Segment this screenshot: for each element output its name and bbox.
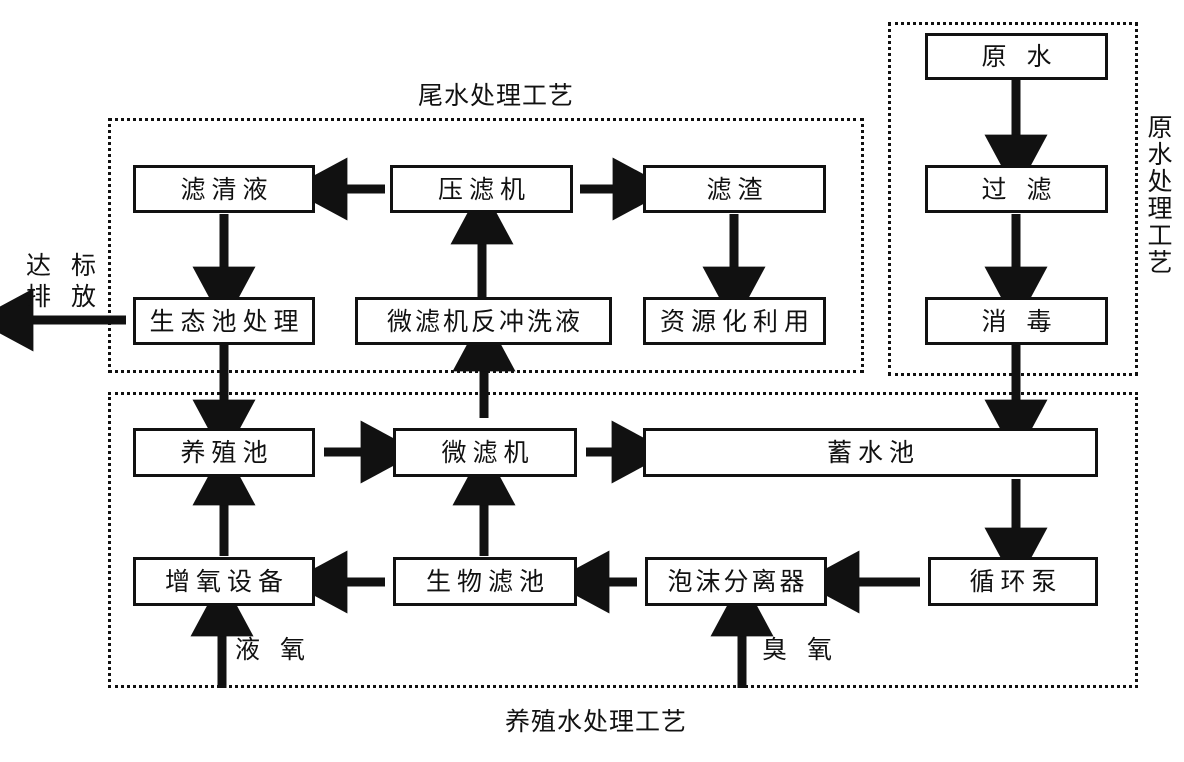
node-culture-pond[interactable]: 养殖池	[133, 428, 315, 477]
node-microfilter[interactable]: 微滤机	[393, 428, 577, 477]
node-aeration-equipment[interactable]: 增氧设备	[133, 557, 315, 606]
title-raw-water-process: 原水处理工艺	[1144, 114, 1173, 276]
label-liquid-oxygen: 液 氧	[235, 635, 311, 664]
title-culture-water-process: 养殖水处理工艺	[505, 707, 688, 736]
node-filter-press[interactable]: 压滤机	[390, 165, 573, 213]
node-filtrate[interactable]: 滤清液	[133, 165, 315, 213]
label-compliant-discharge: 达 标 排 放	[26, 250, 102, 313]
node-eco-pond-treatment[interactable]: 生态池处理	[133, 297, 315, 345]
label-ozone: 臭 氧	[762, 635, 838, 664]
title-tail-water-process: 尾水处理工艺	[418, 81, 575, 110]
panel-culture-water-process	[108, 392, 1138, 688]
node-biological-filter[interactable]: 生物滤池	[393, 557, 577, 606]
label-compliant-discharge-line1: 达 标	[26, 251, 102, 280]
node-microfilter-backwash-liquid[interactable]: 微滤机反冲洗液	[355, 297, 612, 345]
label-compliant-discharge-line2: 排 放	[26, 282, 102, 312]
node-reservoir[interactable]: 蓄水池	[643, 428, 1098, 477]
node-disinfection[interactable]: 消 毒	[925, 297, 1108, 345]
node-filtration[interactable]: 过 滤	[925, 165, 1108, 213]
node-circulation-pump[interactable]: 循环泵	[928, 557, 1098, 606]
node-foam-separator[interactable]: 泡沫分离器	[645, 557, 827, 606]
node-resource-utilization[interactable]: 资源化利用	[643, 297, 826, 345]
node-raw-water[interactable]: 原 水	[925, 33, 1108, 80]
node-filter-residue[interactable]: 滤渣	[643, 165, 826, 213]
